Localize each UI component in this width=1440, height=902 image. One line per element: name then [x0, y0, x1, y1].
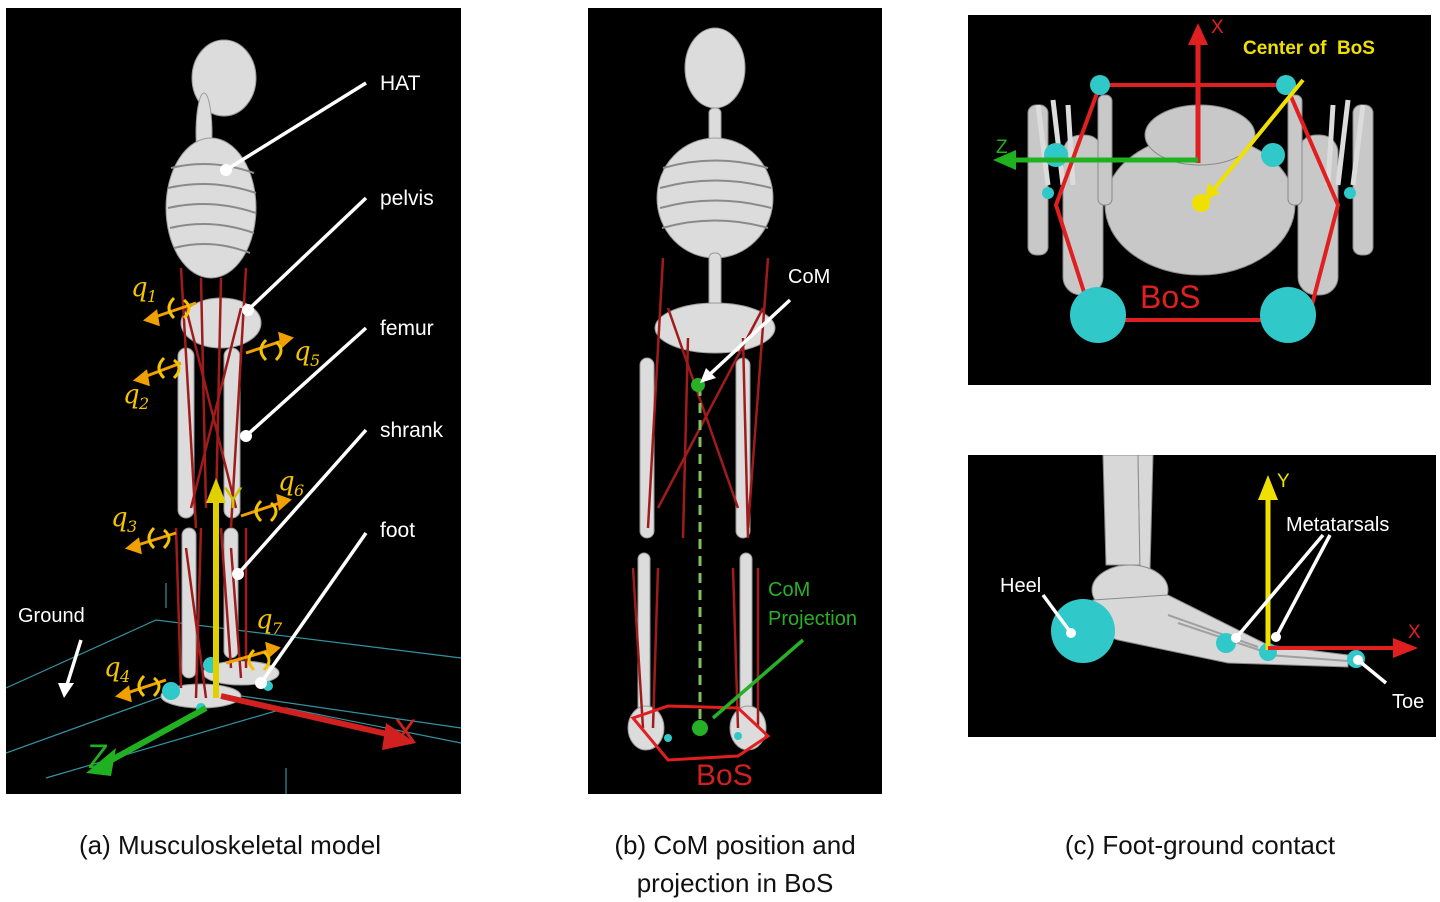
- caption-b-line2: projection in BoS: [560, 864, 910, 902]
- label-axis-z: Z: [996, 137, 1008, 158]
- joint-arrows: [118, 303, 291, 700]
- label-hat: HAT: [380, 72, 421, 95]
- joint-label-q6: q 6: [278, 467, 304, 500]
- label-com-projection-line1: CoM: [768, 579, 810, 601]
- axis-x-arrowhead: [1188, 23, 1208, 45]
- axis-y-label: Y: [223, 482, 243, 515]
- joint-label-q1: q 1: [131, 273, 157, 306]
- svg-text:q: q: [294, 337, 311, 367]
- label-pelvis: pelvis: [380, 187, 434, 210]
- label-femur: femur: [380, 317, 434, 340]
- label-com: CoM: [788, 266, 830, 288]
- caption-b-line1: (b) CoM position and: [560, 826, 910, 864]
- svg-text:6: 6: [294, 481, 304, 500]
- svg-text:2: 2: [138, 394, 149, 413]
- svg-text:q: q: [278, 467, 295, 497]
- ground-arrowhead: [58, 683, 74, 698]
- label-center-of-bos: Center of BoS: [1243, 38, 1375, 59]
- label-axis-y: Y: [1277, 471, 1290, 492]
- com-projection-point: [692, 720, 708, 736]
- axis-z-label: Z: [88, 738, 109, 776]
- label-axis-x: X: [1211, 17, 1224, 38]
- caption-c-text: (c) Foot-ground contact: [1065, 830, 1335, 860]
- label-toe: Toe: [1392, 691, 1424, 713]
- panel-bos-top-view: X Z Center of BoS BoS: [968, 15, 1431, 385]
- caption-b: (b) CoM position and projection in BoS: [560, 826, 910, 902]
- joint-label-q5: q 5: [294, 337, 320, 370]
- svg-text:7: 7: [272, 619, 283, 638]
- panel-foot-side-view: Y X Heel Metatarsals Toe: [968, 455, 1436, 737]
- svg-text:q: q: [256, 605, 273, 635]
- heel-contact-sphere: [1051, 599, 1115, 663]
- label-shrank: shrank: [380, 419, 444, 442]
- label-bos: BoS: [1140, 279, 1200, 315]
- axis-x-label: X: [394, 713, 417, 751]
- joint-label-q3: q 3: [111, 503, 137, 536]
- caption-c: (c) Foot-ground contact: [985, 826, 1415, 864]
- svg-text:q: q: [104, 653, 121, 683]
- panel-com-projection: CoM CoM Projection BoS: [588, 8, 882, 794]
- joint-label-q4: q 4: [104, 653, 130, 686]
- label-com-projection-line2: Projection: [768, 608, 857, 630]
- caption-a-text: (a) Musculoskeletal model: [79, 830, 381, 860]
- joint-label-q2: q 2: [123, 380, 149, 413]
- caption-a: (a) Musculoskeletal model: [30, 826, 430, 864]
- svg-text:q: q: [131, 273, 148, 303]
- label-axis-x: X: [1408, 622, 1421, 643]
- svg-text:5: 5: [310, 351, 320, 370]
- panel-musculoskeletal-model: Y X Z HAT pelvis femur shrank foot Groun…: [6, 8, 461, 794]
- joint-label-q7: q 7: [256, 605, 283, 638]
- svg-text:q: q: [123, 380, 140, 410]
- label-heel: Heel: [1000, 575, 1041, 597]
- label-metatarsals: Metatarsals: [1286, 514, 1389, 536]
- svg-text:q: q: [111, 503, 128, 533]
- label-bos: BoS: [696, 759, 753, 792]
- label-foot: foot: [380, 519, 415, 542]
- axis-y-arrowhead: [1258, 475, 1278, 500]
- label-ground: Ground: [18, 605, 85, 627]
- foot-side-view: [1088, 455, 1348, 667]
- svg-text:3: 3: [127, 517, 137, 536]
- svg-text:1: 1: [147, 287, 157, 306]
- svg-text:4: 4: [119, 667, 130, 686]
